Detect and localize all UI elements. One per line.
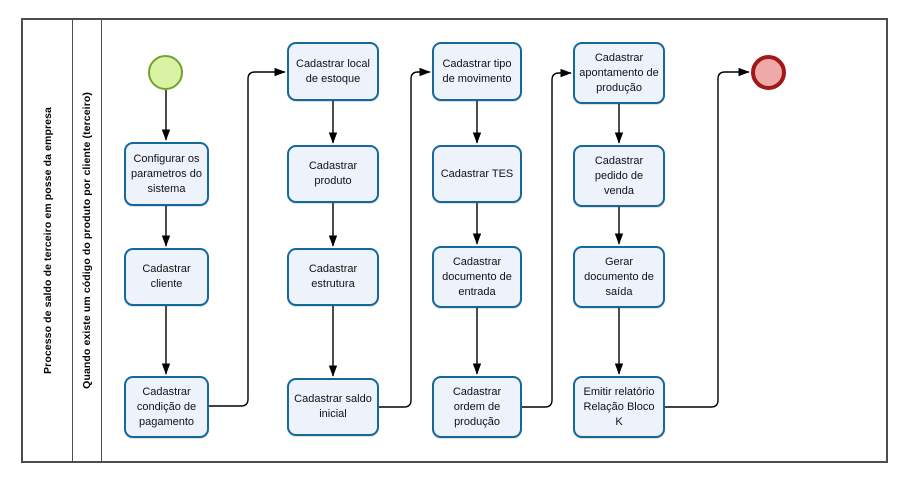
end-event[interactable] — [751, 55, 786, 90]
task-cadastrar-documento-entrada[interactable]: Cadastrar documento de entrada — [432, 246, 522, 308]
task-cadastrar-ordem-producao[interactable]: Cadastrar ordem de produção — [432, 376, 522, 438]
lane-label-text: Quando existe um código do produto por c… — [81, 92, 93, 389]
task-cadastrar-saldo-inicial[interactable]: Cadastrar saldo inicial — [287, 378, 379, 436]
task-cadastrar-condicao-pagamento[interactable]: Cadastrar condição de pagamento — [124, 376, 209, 438]
pool-label-text: Processo de saldo de terceiro em posse d… — [41, 107, 54, 374]
task-cadastrar-pedido-venda[interactable]: Cadastrar pedido de venda — [573, 145, 665, 207]
task-emitir-relatorio-bloco-k[interactable]: Emitir relatório Relação Bloco K — [573, 376, 665, 438]
start-event[interactable] — [148, 55, 183, 90]
task-cadastrar-tes[interactable]: Cadastrar TES — [432, 145, 522, 203]
task-cadastrar-local-estoque[interactable]: Cadastrar local de estoque — [287, 42, 379, 101]
task-gerar-documento-saida[interactable]: Gerar documento de saída — [573, 246, 665, 308]
task-cadastrar-cliente[interactable]: Cadastrar cliente — [124, 248, 209, 306]
task-cadastrar-tipo-movimento[interactable]: Cadastrar tipo de movimento — [432, 42, 522, 101]
task-cadastrar-estrutura[interactable]: Cadastrar estrutura — [287, 248, 379, 306]
pool-label: Processo de saldo de terceiro em posse d… — [23, 20, 73, 461]
task-cadastrar-produto[interactable]: Cadastrar produto — [287, 145, 379, 203]
task-configurar-parametros[interactable]: Configurar os parametros do sistema — [124, 142, 209, 206]
lane-label: Quando existe um código do produto por c… — [73, 20, 102, 461]
task-cadastrar-apontamento-producao[interactable]: Cadastrar apontamento de produção — [573, 42, 665, 104]
